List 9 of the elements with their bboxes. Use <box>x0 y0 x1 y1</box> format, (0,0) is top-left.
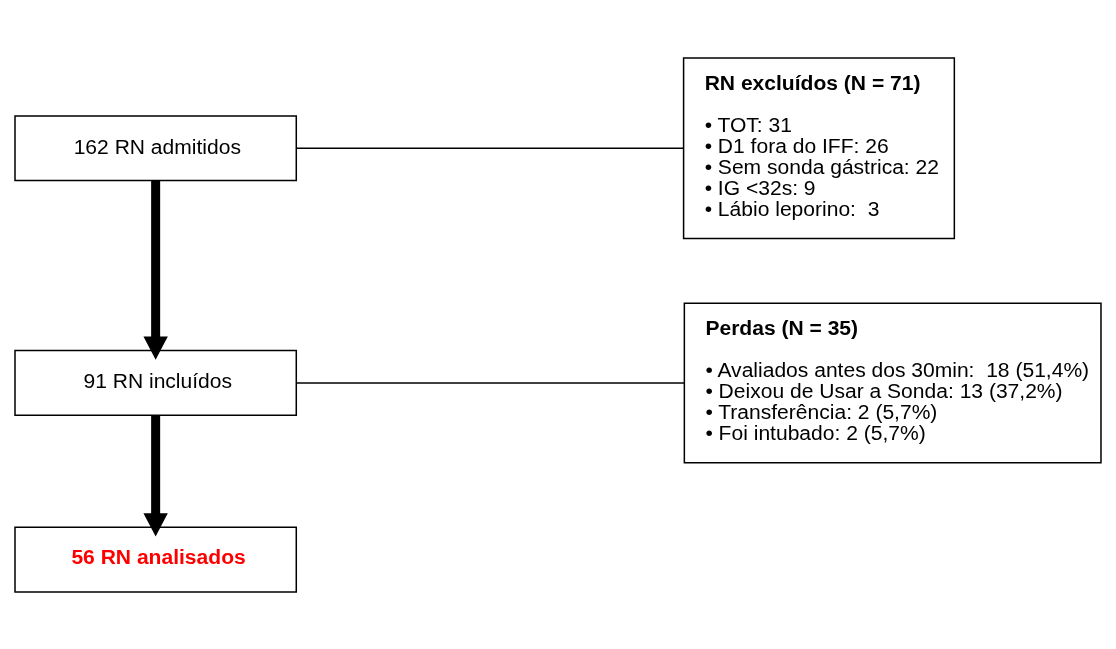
node-box: RN excluídos (N = 71) • TOT: 31 • D1 fora do IFF: 26 • Sem sonda gástrica: 22 • IG <32s: 9 • Lábio leporino: 3 <box>682 56 956 239</box>
node-box: 56 RN analisados <box>14 526 298 593</box>
node-box: Perdas (N = 35) • Avaliados antes dos 30min: 18 (51,4%) • Deixou de Usar a Sonda: 13 (37,2%) • Transferência: 2 (5,7%) • Foi intubado: 2 (5,7%) <box>683 301 1102 463</box>
connector <box>296 147 685 149</box>
node-box: 91 RN incluídos <box>14 349 298 416</box>
arrow <box>143 414 168 536</box>
connector <box>295 381 686 384</box>
arrow <box>143 180 168 360</box>
node-box: 162 RN admitidos <box>14 114 298 181</box>
